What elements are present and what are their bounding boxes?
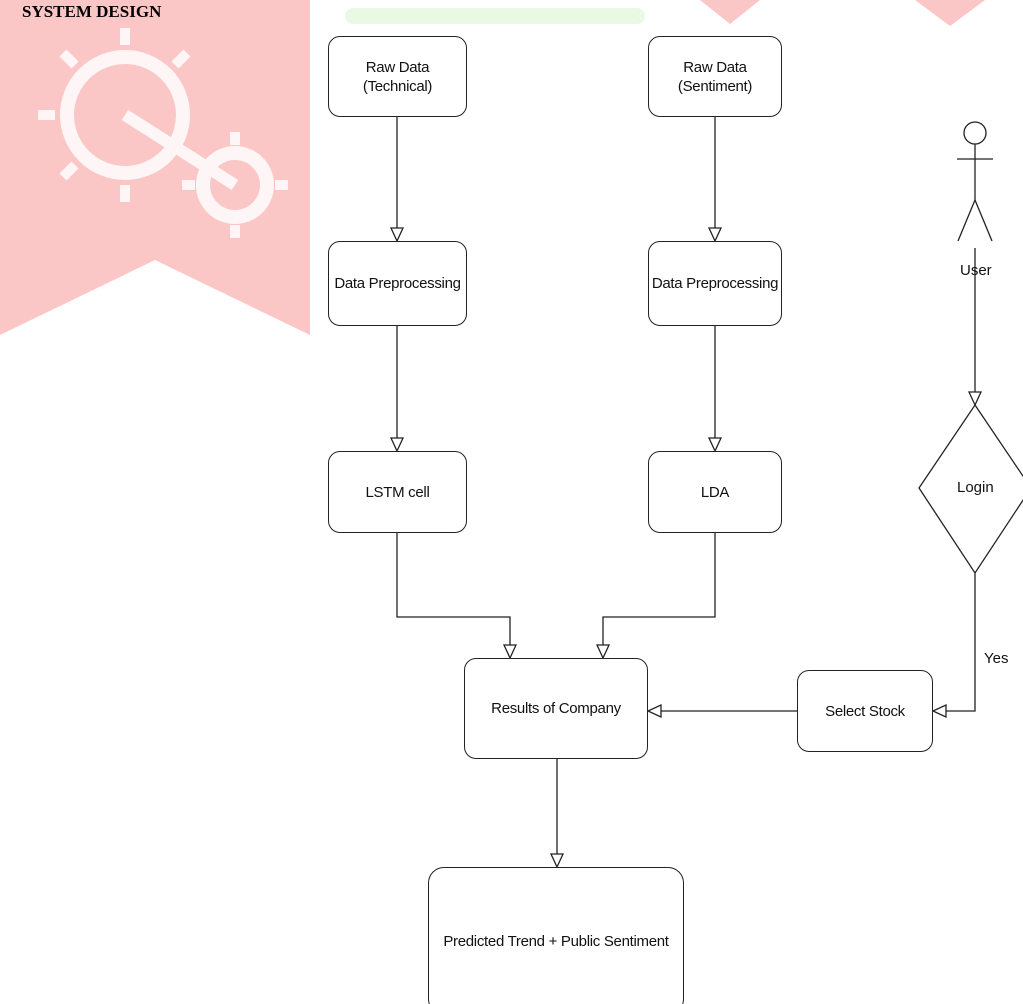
- node-lstm-cell-label: LSTM cell: [365, 483, 430, 501]
- arrowhead-selectstock: [931, 703, 947, 719]
- arrowhead-prep-right: [707, 227, 723, 243]
- node-data-preprocessing-right: Data Preprocessing: [648, 241, 782, 326]
- gear-logo-icon: [38, 28, 288, 238]
- node-data-preprocessing-left: Data Preprocessing: [328, 241, 467, 326]
- node-lda-label: LDA: [700, 483, 730, 501]
- node-raw-data-sentiment-label: Raw Data (Sentiment): [677, 58, 753, 95]
- node-raw-data-technical-label: Raw Data (Technical): [362, 58, 433, 95]
- actor-user-label: User: [960, 262, 992, 279]
- node-select-stock-label: Select Stock: [825, 702, 905, 720]
- node-select-stock: Select Stock: [797, 670, 933, 752]
- edge-login-to-selectstock: [946, 573, 976, 712]
- node-data-preprocessing-right-label: Data Preprocessing: [651, 275, 779, 292]
- section-heading: SYSTEM DESIGN: [22, 2, 162, 21]
- arrowhead-lda: [707, 437, 723, 453]
- arrowhead-results-left: [502, 644, 518, 660]
- node-raw-data-sentiment: Raw Data (Sentiment): [648, 36, 782, 117]
- arrowhead-results-right: [595, 644, 611, 660]
- edge-lstm-to-results: [396, 533, 511, 645]
- edge-label-yes: Yes: [984, 650, 1009, 667]
- node-results-of-company: Results of Company: [464, 658, 648, 759]
- arrowhead-prep-left: [389, 227, 405, 243]
- arrowhead-lstm: [389, 437, 405, 453]
- watermark-right-banner-2: [915, 0, 985, 26]
- login-decision-diamond: [918, 403, 1023, 575]
- login-label: Login: [957, 479, 994, 496]
- node-lstm-cell: LSTM cell: [328, 451, 467, 533]
- node-raw-data-technical: Raw Data (Technical): [328, 36, 467, 117]
- node-predicted-trend: Predicted Trend + Public Sentiment: [428, 867, 684, 1004]
- node-data-preprocessing-left-label: Data Preprocessing: [334, 275, 461, 292]
- watermark-right-banner-1: [700, 0, 760, 24]
- node-predicted-trend-label: Predicted Trend + Public Sentiment: [443, 932, 669, 950]
- actor-user-icon: [957, 121, 993, 242]
- watermark-green-strip: [345, 8, 645, 24]
- edge-lda-to-results: [602, 533, 716, 645]
- arrowhead-results-side: [646, 703, 662, 719]
- arrowhead-predicted: [549, 853, 565, 869]
- node-lda: LDA: [648, 451, 782, 533]
- arrowhead-login: [967, 391, 983, 407]
- node-results-of-company-label: Results of Company: [491, 700, 621, 717]
